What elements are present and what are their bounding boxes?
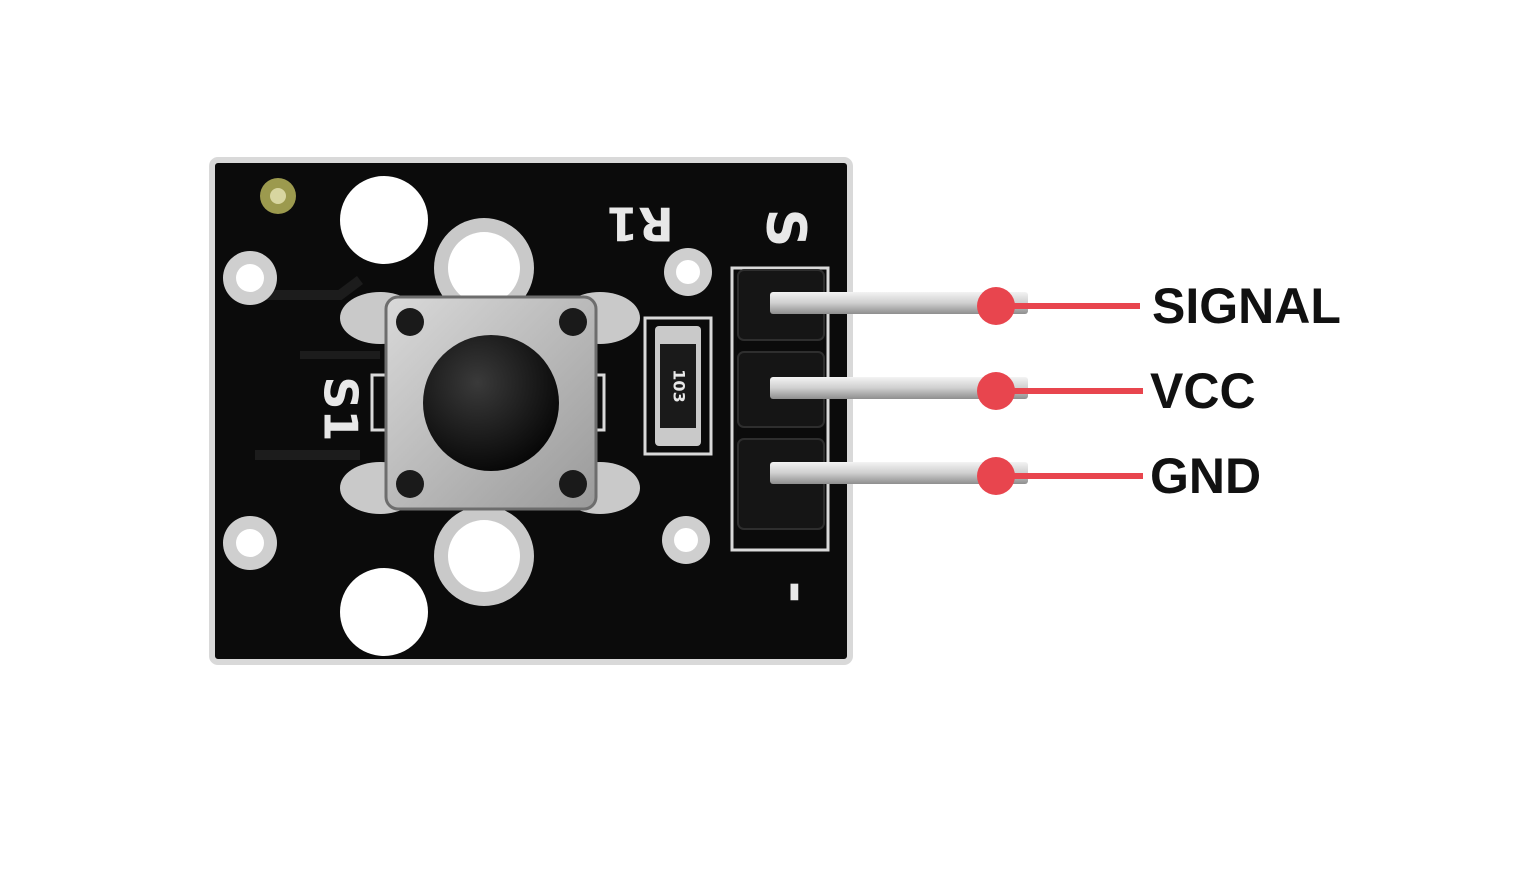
resistor: 103 xyxy=(643,316,713,456)
switch-corner-dot xyxy=(559,470,587,498)
switch-corner-dot xyxy=(559,308,587,336)
mounting-hole xyxy=(236,264,264,292)
pin-label-signal: SIGNAL xyxy=(1152,278,1341,334)
header-pins xyxy=(770,292,1028,484)
header-pin-signal xyxy=(770,292,1028,314)
board-marking-gnd: - xyxy=(765,581,828,603)
board-hole xyxy=(340,176,428,264)
callout-dot-signal xyxy=(977,287,1015,325)
resistor-code: 103 xyxy=(670,369,689,402)
resistor-body xyxy=(660,344,696,428)
header-pin-gnd xyxy=(770,462,1028,484)
pin-label-vcc: VCC xyxy=(1150,363,1256,419)
header-pin-vcc xyxy=(770,377,1028,399)
board-hole xyxy=(340,568,428,656)
resistor-silkscreen xyxy=(643,316,713,456)
pin-header xyxy=(730,266,830,552)
pin-label-gnd: GND xyxy=(1150,448,1261,504)
resistor-designator: R1 xyxy=(606,197,673,251)
board-hole xyxy=(448,232,520,304)
board-hole xyxy=(448,520,520,592)
fiducial-center xyxy=(270,188,286,204)
callout-dot-gnd xyxy=(977,457,1015,495)
trace xyxy=(255,276,363,300)
mounting-hole xyxy=(674,528,698,552)
switch-corner-dot xyxy=(396,308,424,336)
header-silkscreen xyxy=(730,266,830,552)
tactile-switch xyxy=(384,295,598,511)
switch-designator: S1 xyxy=(314,376,368,441)
callout-dot-vcc xyxy=(977,372,1015,410)
push-button-cap xyxy=(423,335,559,471)
board-marking-signal: S xyxy=(754,209,817,248)
switch-corner-dot xyxy=(396,470,424,498)
pin-callouts: SIGNAL VCC GND xyxy=(977,278,1341,504)
mounting-hole xyxy=(236,529,264,557)
mounting-hole xyxy=(676,260,700,284)
